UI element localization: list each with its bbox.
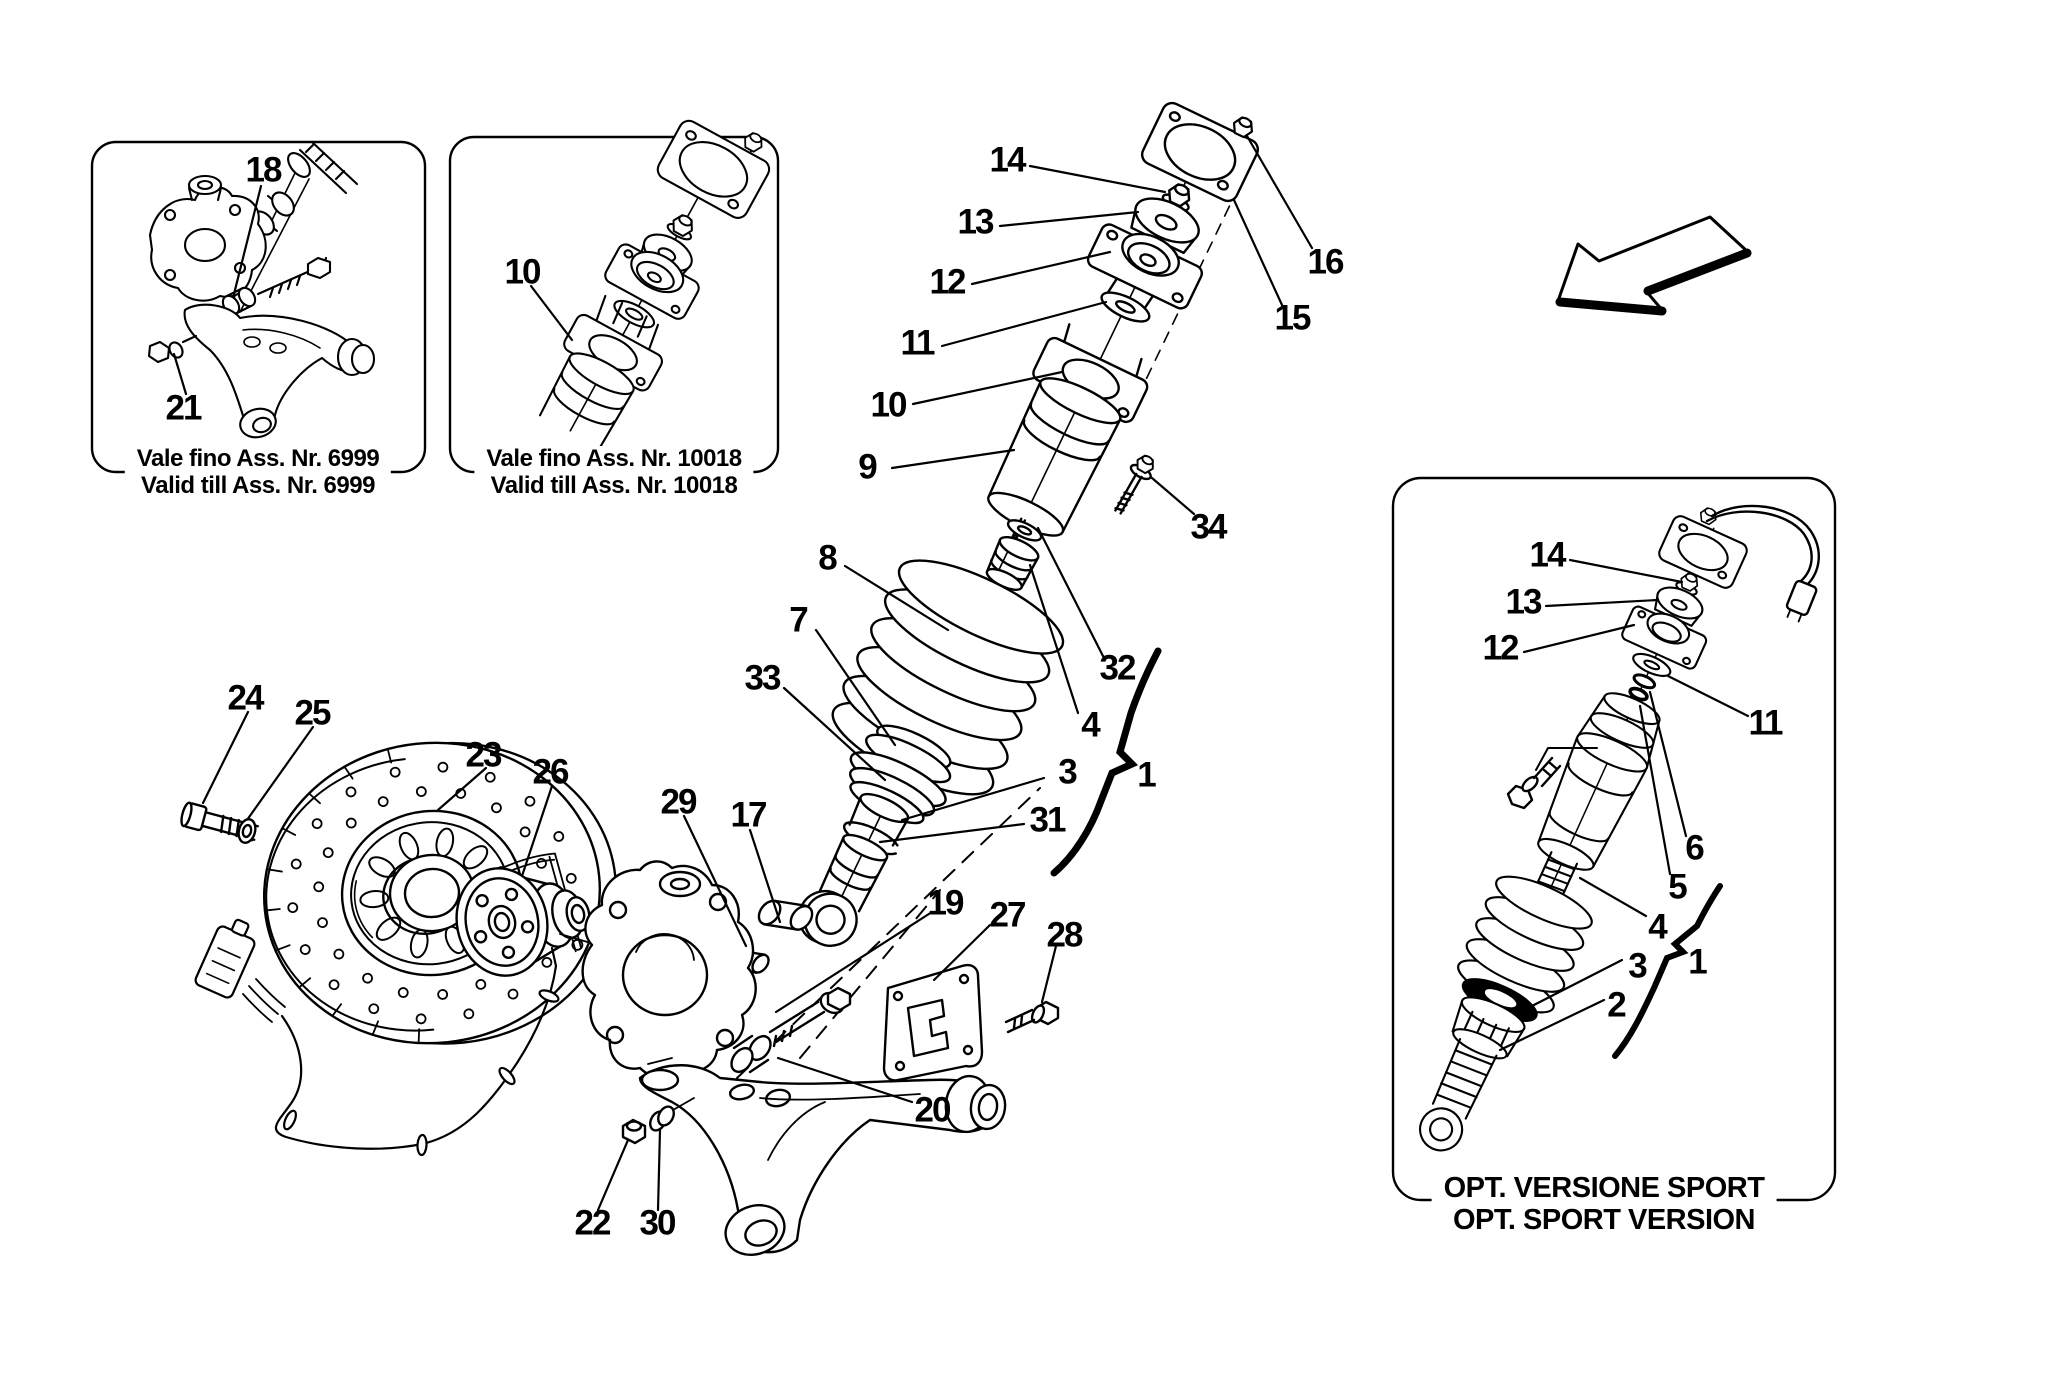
group-braces bbox=[1050, 647, 1723, 1059]
lower-arm-drawing bbox=[638, 1064, 1007, 1256]
sport-callout-2: 2 bbox=[1607, 985, 1627, 1025]
callout-26: 26 bbox=[532, 752, 570, 792]
callout-32: 32 bbox=[1099, 648, 1137, 688]
toe-link-drawing bbox=[730, 986, 852, 1074]
callout-25: 25 bbox=[294, 693, 332, 733]
sport-callout-4: 4 bbox=[1648, 907, 1668, 947]
callout-20: 20 bbox=[914, 1090, 952, 1130]
callout-14: 14 bbox=[989, 140, 1027, 180]
caption-valid-6999-line1: Vale fino Ass. Nr. 6999 bbox=[136, 445, 380, 472]
callout-27: 27 bbox=[989, 895, 1027, 935]
callout-13: 13 bbox=[957, 202, 995, 242]
callout-1: 1 bbox=[1137, 755, 1157, 795]
wheel-hub-drawing bbox=[455, 852, 591, 977]
sport-callout-6: 6 bbox=[1685, 828, 1705, 868]
inset-box-sport-frame bbox=[1391, 476, 1837, 1202]
callout-9: 9 bbox=[858, 447, 878, 487]
bracket-drawing bbox=[882, 963, 1060, 1082]
leader-lines bbox=[172, 134, 1750, 1212]
caption-sport-line2: OPT. SPORT VERSION bbox=[1453, 1204, 1755, 1237]
callout-34: 34 bbox=[1190, 507, 1228, 547]
sport-callout-12: 12 bbox=[1482, 628, 1520, 668]
callout-12: 12 bbox=[929, 262, 967, 302]
callout-24: 24 bbox=[227, 678, 265, 718]
caption-valid-10018-line2: Valid till Ass. Nr. 10018 bbox=[490, 471, 738, 499]
callout-22: 22 bbox=[574, 1203, 612, 1243]
callout-31: 31 bbox=[1029, 800, 1067, 840]
callout-3: 3 bbox=[1058, 752, 1078, 792]
callout-17: 17 bbox=[730, 795, 768, 835]
callout-15: 15 bbox=[1274, 298, 1312, 338]
sport-callout-14: 14 bbox=[1529, 535, 1567, 575]
sport-callout-13: 13 bbox=[1505, 582, 1543, 622]
caption-sport-line1: OPT. VERSIONE SPORT bbox=[1443, 1172, 1765, 1204]
callout-8: 8 bbox=[818, 538, 838, 578]
sport-callout-5: 5 bbox=[1668, 867, 1688, 907]
box-6999-drawing bbox=[147, 140, 376, 439]
sport-bolt-drawing bbox=[1506, 747, 1598, 810]
sport-callout-1: 1 bbox=[1688, 942, 1708, 982]
callout-19: 19 bbox=[927, 883, 965, 923]
sport-sensor-wire-drawing bbox=[1705, 504, 1820, 623]
abs-sensor-cable-drawing bbox=[194, 918, 560, 1157]
sport-callout-3: 3 bbox=[1628, 946, 1648, 986]
sport-shock-assembly-drawing bbox=[1419, 504, 1748, 1152]
callout-11: 11 bbox=[900, 323, 936, 363]
caption-valid-6999: Vale fino Ass. Nr. 6999 Valid till Ass. … bbox=[124, 445, 392, 500]
callout-16: 16 bbox=[1307, 242, 1345, 282]
main-shock-assembly-drawing bbox=[730, 101, 1260, 974]
box-10018-drawing bbox=[538, 119, 771, 450]
callout-29: 29 bbox=[660, 782, 698, 822]
caption-valid-10018: Vale fino Ass. Nr. 10018 Valid till Ass.… bbox=[474, 445, 754, 500]
callout-10: 10 bbox=[870, 385, 908, 425]
arm-nut-washer-drawing bbox=[621, 1097, 695, 1145]
callout-23: 23 bbox=[465, 735, 503, 775]
assembly-dashed-lines bbox=[736, 787, 1041, 1079]
disc-bolt-washer-drawing bbox=[180, 801, 260, 844]
box6999-callout-18: 18 bbox=[245, 150, 283, 190]
direction-arrow-icon bbox=[1555, 215, 1752, 316]
callout-7: 7 bbox=[789, 600, 809, 640]
knuckle-drawing bbox=[581, 860, 757, 1080]
caption-valid-6999-line2: Valid till Ass. Nr. 6999 bbox=[141, 471, 375, 499]
caption-sport-version: OPT. VERSIONE SPORT OPT. SPORT VERSION bbox=[1431, 1172, 1777, 1237]
sport-callout-11: 11 bbox=[1748, 703, 1784, 743]
callout-30: 30 bbox=[639, 1203, 677, 1243]
box10018-callout-10: 10 bbox=[504, 252, 542, 292]
callout-4: 4 bbox=[1081, 705, 1101, 745]
caption-valid-10018-line1: Vale fino Ass. Nr. 10018 bbox=[486, 445, 742, 472]
callout-33: 33 bbox=[744, 658, 782, 698]
box6999-callout-21: 21 bbox=[165, 388, 203, 428]
callout-28: 28 bbox=[1046, 915, 1084, 955]
